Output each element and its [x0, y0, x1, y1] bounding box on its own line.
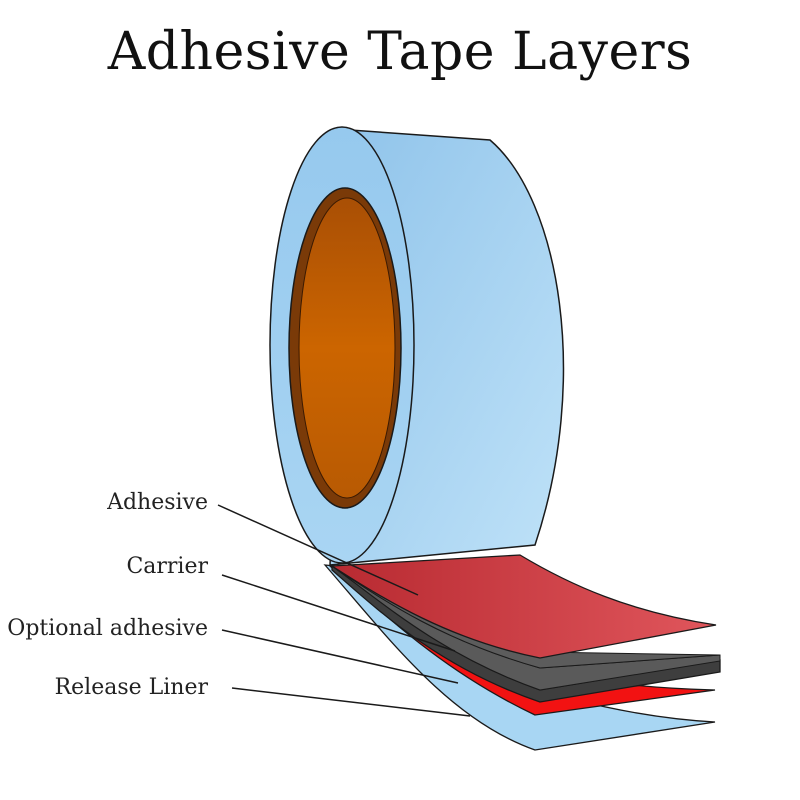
- label-adhesive: Adhesive: [106, 490, 208, 515]
- label-release-liner: Release Liner: [55, 675, 209, 700]
- tape-core: [298, 197, 396, 499]
- label-carrier: Carrier: [126, 554, 208, 579]
- diagram-title: Adhesive Tape Layers: [107, 22, 693, 82]
- carrier-leader-line: [221, 574, 456, 652]
- adhesive-leader-line: [217, 504, 419, 596]
- optional-adhesive-leader-line: [221, 629, 459, 684]
- label-optional-adhesive: Optional adhesive: [7, 616, 208, 641]
- release-liner-leader-line: [231, 687, 471, 717]
- adhesive-layer: [329, 554, 717, 659]
